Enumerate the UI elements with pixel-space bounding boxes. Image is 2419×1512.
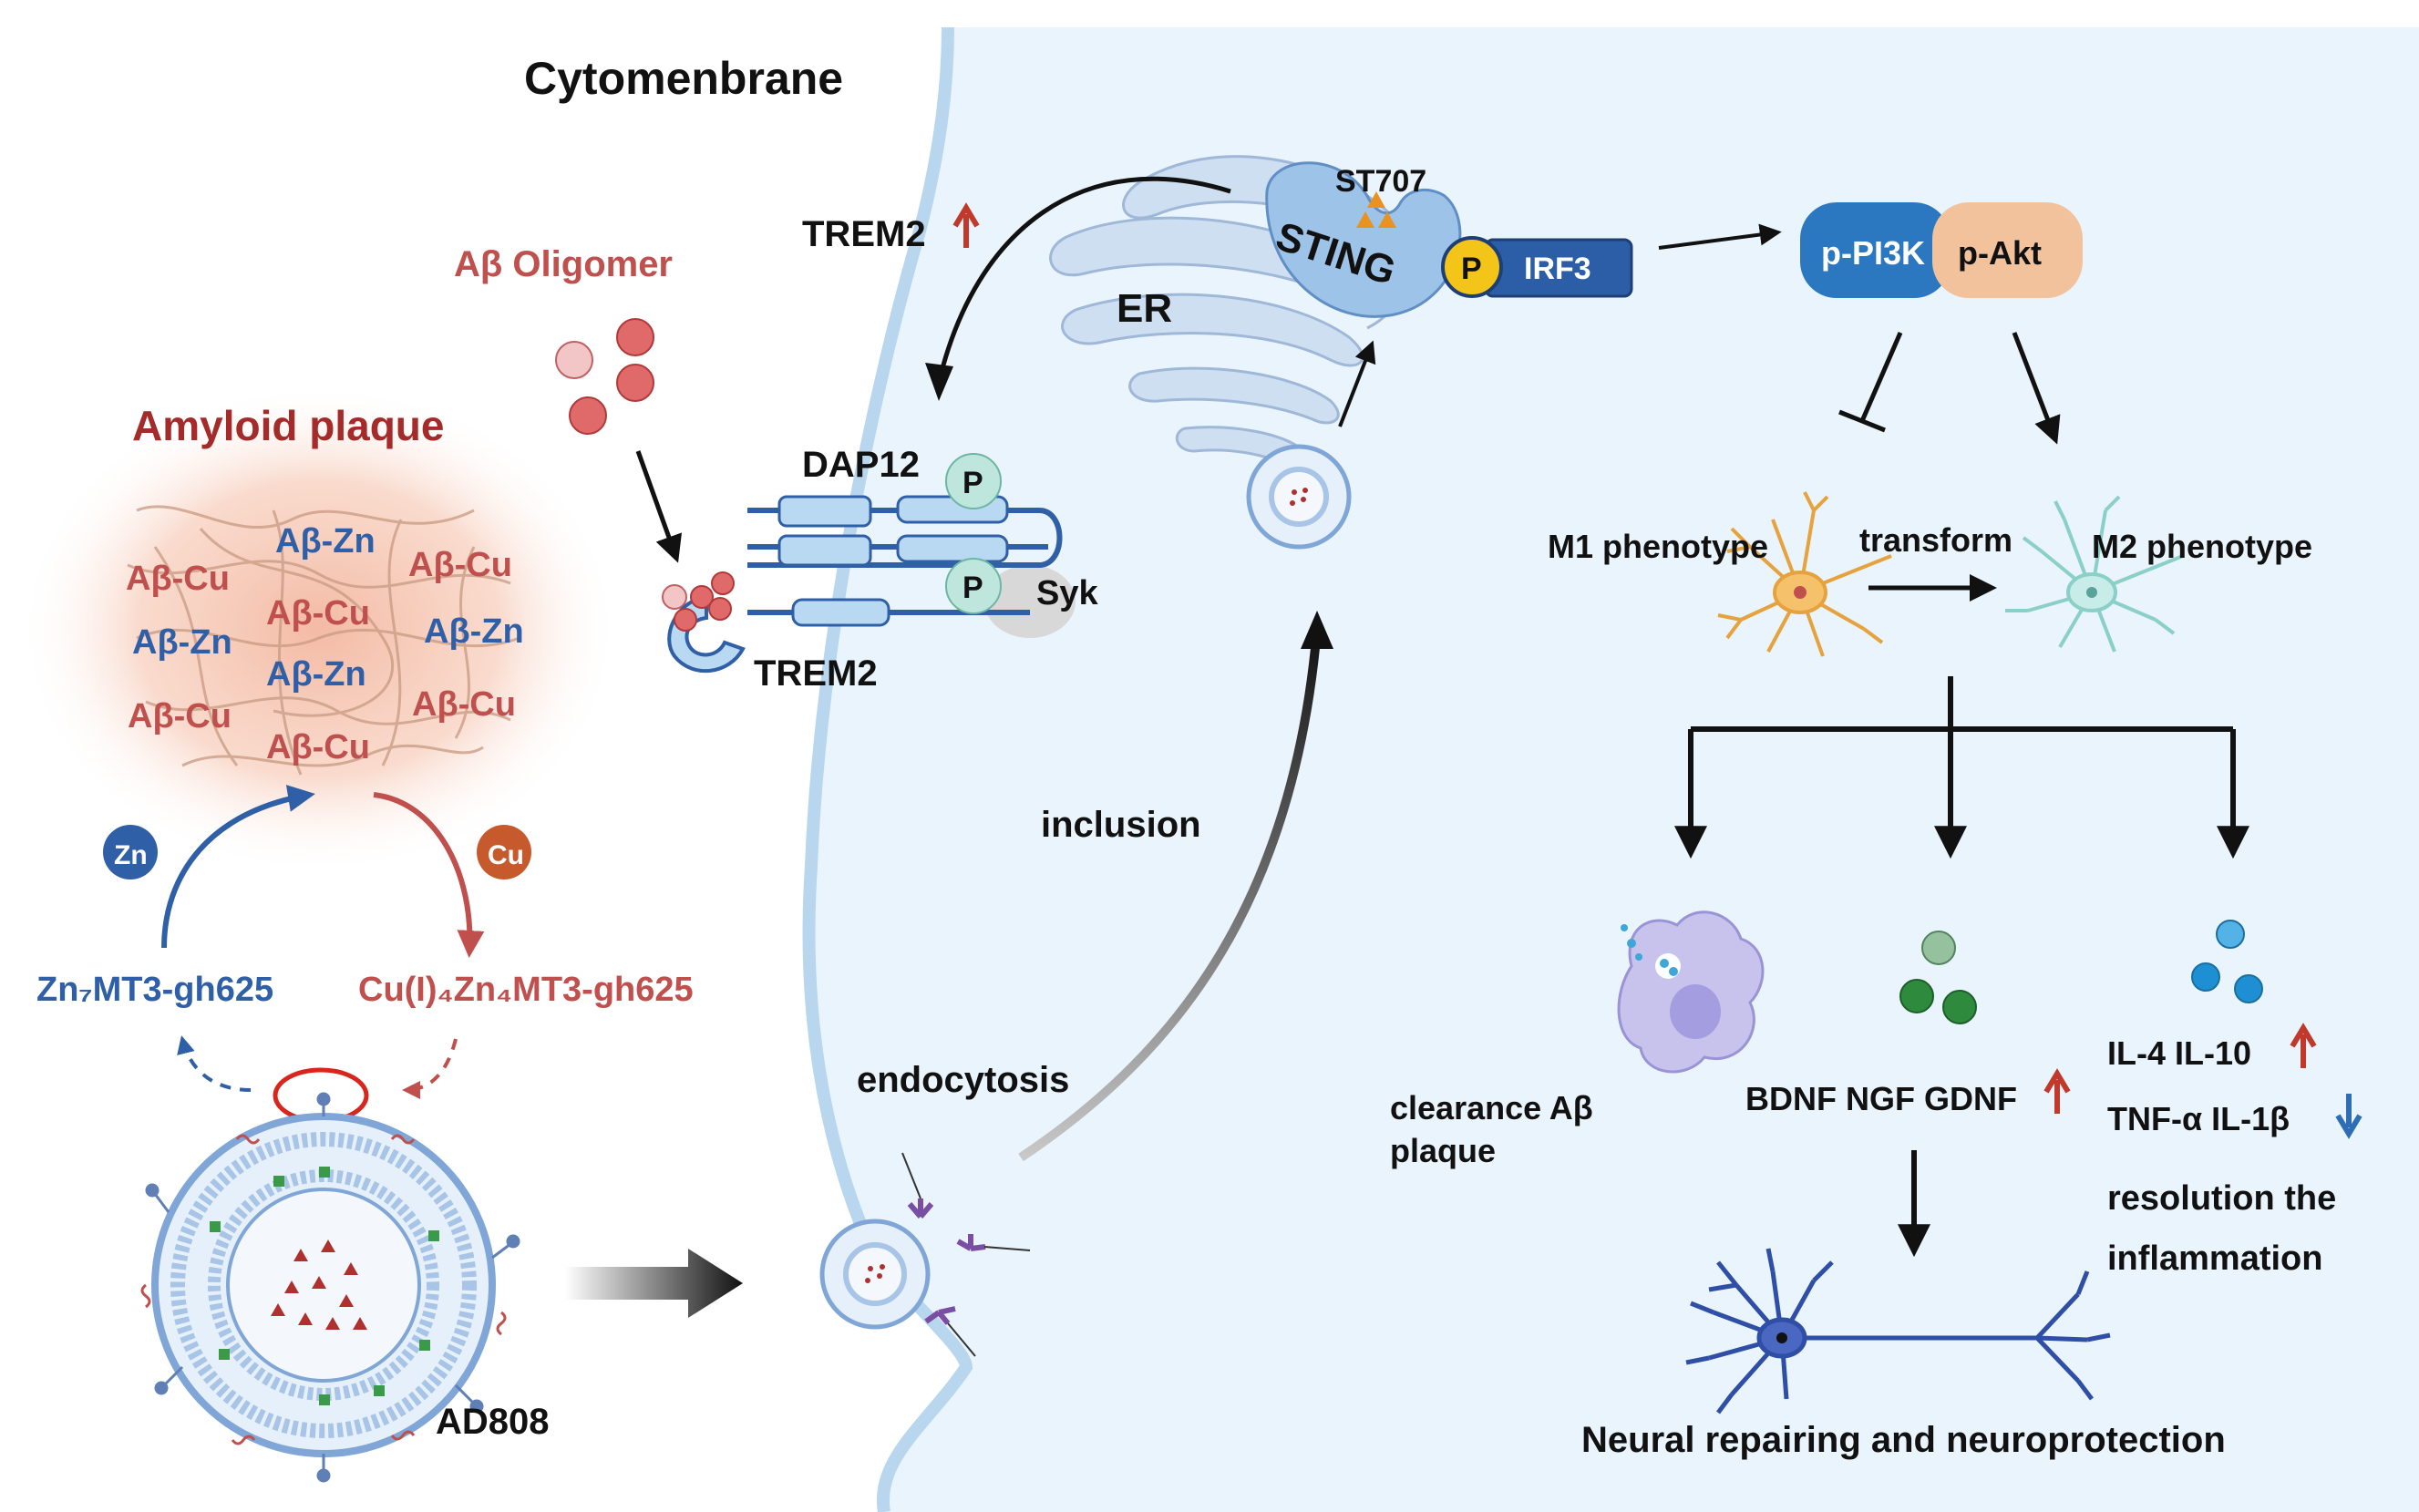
il4-up-arrow (2290, 1023, 2317, 1068)
cytomembrane-label: Cytomenbrane (524, 53, 843, 104)
er-label: ER (1117, 286, 1172, 331)
outcome-branches (1674, 676, 2249, 859)
dashed-arrow-zn (177, 1035, 252, 1092)
irf3-phospho-icon (1441, 236, 1503, 298)
receptor-y-icons (907, 1198, 986, 1325)
trem2-up-label: TREM2 (802, 214, 926, 254)
cu-badge-label: Cu (488, 840, 524, 870)
plaque-item: Aβ-Zn (275, 522, 376, 561)
st707-label: ST707 (1335, 164, 1426, 199)
ad808-nanoparticle-icon (140, 1092, 520, 1483)
cu-arrow (373, 792, 485, 958)
cu-badge-icon (477, 825, 531, 879)
akt-box (1932, 202, 2083, 298)
akt-label: p-Akt (1958, 234, 2042, 272)
arrow-sting-to-trem2 (936, 176, 1231, 384)
plaque-fibrils (127, 505, 520, 776)
irf3-p-label: P (1461, 252, 1482, 286)
arrow-akt-to-m2 (2012, 332, 2061, 445)
transform-label: transform (1859, 521, 2012, 559)
clearance-label-2: plaque (1390, 1132, 1496, 1169)
endocytosis-particle-icon (819, 1219, 931, 1330)
m1-label: M1 phenotype (1548, 528, 1768, 565)
plaque-item: Aβ-Cu (128, 697, 232, 735)
trem2-arrowhead (925, 363, 953, 401)
syk-shape (984, 565, 1076, 638)
syk-label: Syk (1036, 574, 1098, 612)
phagocyte-icon (1617, 910, 1765, 1074)
inclusion-label: inclusion (1041, 805, 1201, 845)
clearance-label-1: clearance Aβ (1390, 1089, 1593, 1126)
receptor-stalks (901, 1152, 1031, 1357)
plaque-item: Aβ-Zn (132, 623, 232, 662)
bdnf-up-arrow (2043, 1068, 2071, 1114)
zn-arrow (161, 785, 315, 949)
resolution-label-2: inflammation (2107, 1239, 2322, 1278)
sting-complex: STING ST707 IRF3 P (1265, 161, 1633, 318)
trem2-complex (662, 453, 1076, 674)
trem2-up-arrow (952, 202, 980, 248)
neural-label: Neural repairing and neuroprotection (1581, 1420, 2226, 1460)
vesicle-icon (1246, 444, 1352, 550)
zn-badge-label: Zn (114, 840, 148, 870)
dashed-arrow-cu (402, 1038, 458, 1099)
trem2-label: TREM2 (754, 653, 878, 694)
il4-label: IL-4 IL-10 (2107, 1034, 2251, 1072)
big-arrow (565, 1249, 743, 1318)
inclusion-arrowhead (1301, 611, 1333, 649)
pi3k-akt-complex: p-PI3K p-Akt (1800, 202, 2083, 298)
inhibit-line-m1 (1859, 332, 1903, 422)
arrow-oligomer-to-trem2 (635, 450, 683, 563)
ab-oligomer-label: Aβ Oligomer (454, 244, 673, 284)
tnf-label: TNF-α IL-1β (2107, 1100, 2290, 1137)
bdnf-label: BDNF NGF GDNF (1745, 1080, 2017, 1117)
tnf-down-arrow (2335, 1094, 2362, 1139)
plaque-item: Aβ-Zn (266, 655, 366, 694)
plaque-item: Aβ-Cu (266, 728, 370, 766)
cytokine-icon (2191, 920, 2263, 1003)
dap12-phospho-icon (945, 453, 1002, 509)
pi3k-label: p-PI3K (1821, 234, 1925, 272)
endocytosis-label: endocytosis (857, 1060, 1069, 1100)
dap12-phospho-icon-2 (945, 558, 1002, 614)
cu-mt3-label: Cu(I)₄Zn₄MT3-gh625 (358, 971, 694, 1009)
arrow-vesicle-to-sting (1338, 340, 1376, 427)
irf3-label: IRF3 (1524, 252, 1591, 286)
neuron-icon (1685, 1248, 2111, 1414)
ad808-label: AD808 (436, 1402, 550, 1442)
plaque-item: Aβ-Cu (266, 594, 370, 633)
zn-badge-icon (103, 825, 158, 879)
plaque-item: Aβ-Zn (424, 612, 524, 651)
st707-icon (1356, 191, 1396, 228)
cell-membrane (802, 26, 973, 1512)
resolution-label-1: resolution the (2107, 1179, 2336, 1218)
dap12-label: DAP12 (802, 445, 920, 485)
neurotrophin-icon (1899, 931, 1977, 1024)
m2-label: M2 phenotype (2092, 528, 2312, 565)
m1-microglia-icon (1717, 491, 1892, 657)
amyloid-plaque-title: Amyloid plaque (132, 402, 444, 449)
dap12-phospho-label-2: P (962, 571, 983, 605)
dap12-phospho-label: P (962, 466, 983, 500)
plaque-item: Aβ-Cu (126, 560, 230, 598)
zn-mt3-label: Zn₇MT3-gh625 (36, 971, 273, 1009)
plaque-item: Aβ-Cu (412, 685, 516, 724)
inhibit-bar-m1 (1838, 409, 1886, 433)
oligomer-icon (555, 318, 654, 435)
arrow-irf3-to-pi3k (1658, 223, 1782, 250)
inclusion-curve-arrow (1018, 628, 1322, 1162)
plaque-item: Aβ-Cu (408, 546, 512, 584)
m2-microglia-icon (2005, 495, 2184, 653)
pi3k-box (1800, 202, 1951, 298)
